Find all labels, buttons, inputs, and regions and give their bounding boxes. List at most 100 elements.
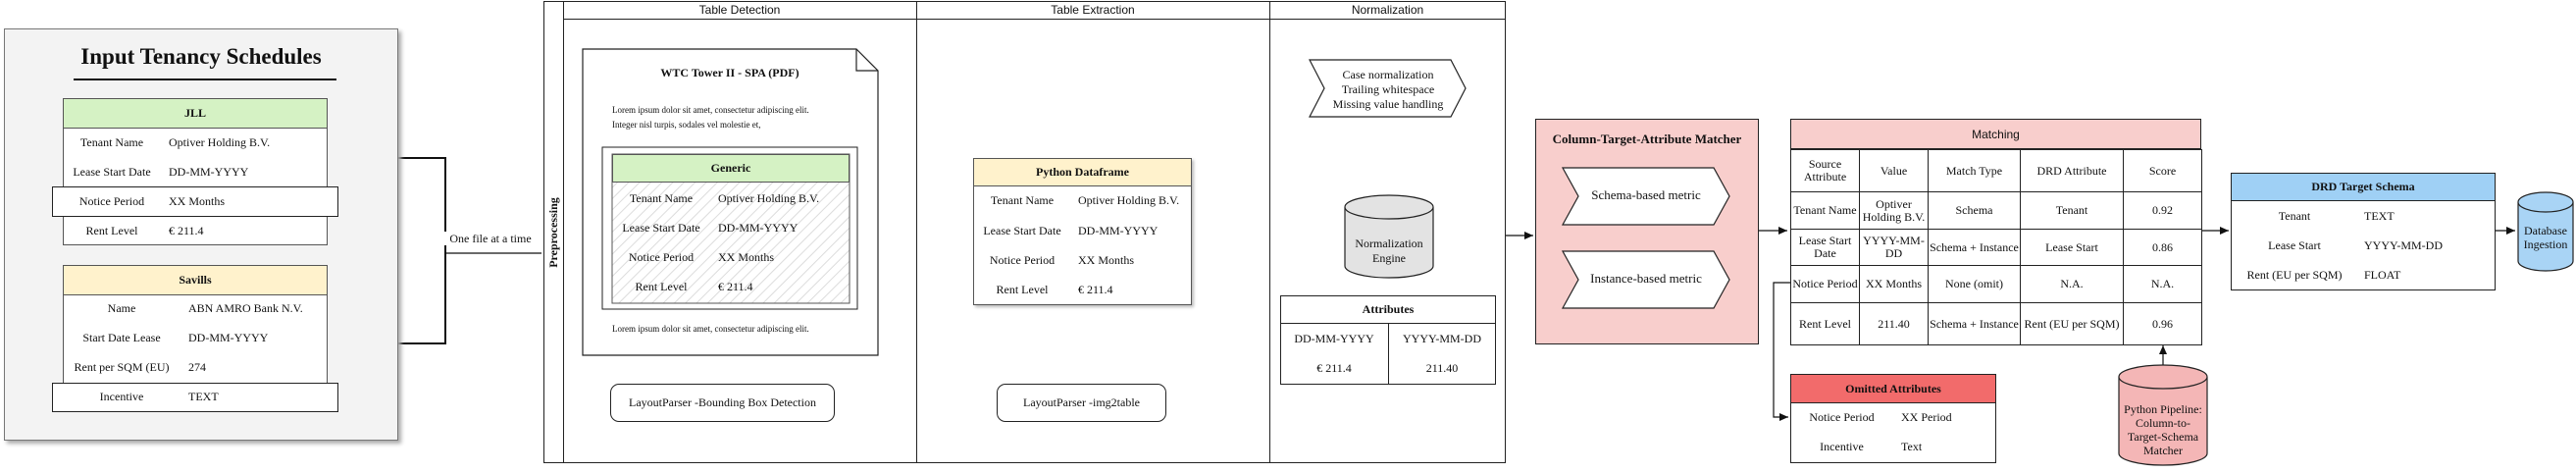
dataframe-row-label: Tenant Name xyxy=(990,193,1055,207)
savills-row-label: Rent per SQM (EU) xyxy=(74,360,170,374)
matching-cell: 211.40 xyxy=(1859,302,1929,345)
document-lorem: Integer nisl turpis, sodales vel molesti… xyxy=(612,120,761,130)
generic-table-header: Generic xyxy=(612,154,850,183)
dataframe-row-value: € 211.4 xyxy=(1078,283,1113,296)
savills-row-label: Start Date Lease xyxy=(82,331,161,344)
layoutparser-detect-button[interactable]: LayoutParser -Bounding Box Detection xyxy=(610,384,835,422)
dataframe-header: Python Dataframe xyxy=(973,158,1192,186)
generic-row-value: XX Months xyxy=(718,250,775,264)
matching-cell: 0.96 xyxy=(2123,302,2202,345)
omitted-cell: Text xyxy=(1901,440,1923,453)
drd-header: DRD Target Schema xyxy=(2231,173,2496,201)
omitted-cell: XX Period xyxy=(1901,410,1952,424)
engine-label: Engine xyxy=(1372,251,1406,265)
matching-cell: YYYY-MM-DD xyxy=(1859,229,1929,266)
document-lorem: Lorem ipsum dolor sit amet, consectetur … xyxy=(612,105,809,115)
input-bracket xyxy=(355,157,446,344)
matching-header-cell: Source Attribute xyxy=(1790,149,1860,192)
attributes-cell: 211.40 xyxy=(1425,361,1459,375)
matching-cell: Tenant xyxy=(2020,191,2124,230)
pipeline-label: Python Pipeline: xyxy=(2124,402,2202,416)
savills-header: Savills xyxy=(63,265,328,295)
omitted-header: Omitted Attributes xyxy=(1790,374,1996,403)
matching-cell: Lease Start xyxy=(2020,229,2124,266)
savills-row-highlight xyxy=(52,383,338,412)
dataframe-row-value: XX Months xyxy=(1078,253,1135,267)
connector-label: One file at a time xyxy=(441,232,540,245)
savills-row-label: Name xyxy=(107,301,136,315)
matching-cell: Tenant Name xyxy=(1790,191,1860,230)
drd-cell: YYYY-MM-DD xyxy=(2364,238,2443,252)
document-title: WTC Tower II - SPA (PDF) xyxy=(660,66,799,79)
column-title-normalization: Normalization xyxy=(1351,3,1424,17)
jll-row-label: Tenant Name xyxy=(79,135,144,149)
jll-row-value: DD-MM-YYYY xyxy=(169,165,249,179)
matching-cell: 0.86 xyxy=(2123,229,2202,266)
drd-cell: FLOAT xyxy=(2364,268,2401,282)
omitted-cell: Notice Period xyxy=(1809,410,1875,424)
savills-row-label: Incentive xyxy=(99,390,144,403)
dataframe-row-value: Optiver Holding B.V. xyxy=(1078,193,1180,207)
generic-row-label: Notice Period xyxy=(628,250,695,264)
matching-cell: Lease Start Date xyxy=(1790,229,1860,266)
drd-cell: Rent (EU per SQM) xyxy=(2246,268,2343,282)
matching-cell: 0.92 xyxy=(2123,191,2202,230)
attributes-header: Attributes xyxy=(1362,302,1415,316)
jll-row-highlight xyxy=(52,186,338,217)
savills-row-value: TEXT xyxy=(188,390,219,403)
matching-cell: None (omit) xyxy=(1928,265,2021,303)
attributes-cell: DD-MM-YYYY xyxy=(1294,332,1374,345)
pipeline-label: Matcher xyxy=(2143,444,2183,457)
column-divider xyxy=(916,1,917,463)
column-divider xyxy=(1269,1,1270,463)
drd-cell: Lease Start xyxy=(2268,238,2321,252)
matching-cell: XX Months xyxy=(1859,265,1929,303)
matching-title: Matching xyxy=(1790,119,2201,149)
arrow-omit-to-omitted xyxy=(1773,282,1795,421)
matcher-panel xyxy=(1535,119,1759,344)
instance-based-metric: Instance-based metric xyxy=(1590,271,1702,286)
matching-cell: Rent (EU per SQM) xyxy=(2020,302,2124,345)
drd-cell: TEXT xyxy=(2364,209,2395,223)
engine-label: Normalization xyxy=(1355,236,1423,250)
matching-cell: Schema xyxy=(1928,191,2021,230)
generic-row-label: Lease Start Date xyxy=(622,221,700,235)
attributes-cell: € 211.4 xyxy=(1316,361,1352,375)
matching-cell: N.A. xyxy=(2123,265,2202,303)
generic-row-label: Rent Level xyxy=(635,280,688,293)
normalization-step: Trailing whitespace xyxy=(1341,82,1435,96)
matcher-title: Column-Target-Attribute Matcher xyxy=(1552,131,1742,146)
matching-cell: Schema + Instance xyxy=(1928,229,2021,266)
jll-row-value: XX Months xyxy=(169,194,226,208)
database-label: Ingestion xyxy=(2523,237,2568,251)
savills-row-value: ABN AMRO Bank N.V. xyxy=(188,301,303,315)
database-label: Database xyxy=(2524,224,2567,237)
attributes-cell: YYYY-MM-DD xyxy=(1403,332,1481,345)
matching-cell: Notice Period xyxy=(1790,265,1860,303)
savills-row-value: DD-MM-YYYY xyxy=(188,331,269,344)
matching-header-cell: DRD Attribute xyxy=(2020,149,2124,192)
dataframe-row-value: DD-MM-YYYY xyxy=(1078,224,1159,237)
input-title: Input Tenancy Schedules xyxy=(80,44,322,69)
attributes-divider xyxy=(1388,323,1389,385)
savills-row-value: 274 xyxy=(188,360,206,374)
matching-header-cell: Value xyxy=(1859,149,1929,192)
matching-cell: Rent Level xyxy=(1790,302,1860,345)
jll-row-value: Optiver Holding B.V. xyxy=(169,135,271,149)
pipeline-label: Target-Schema xyxy=(2127,430,2199,444)
layoutparser-img2table-button[interactable]: LayoutParser -img2table xyxy=(997,384,1166,422)
drd-cell: Tenant xyxy=(2278,209,2311,223)
input-title-underline xyxy=(74,79,336,80)
matching-header-cell: Match Type xyxy=(1928,149,2021,192)
preprocessing-header-divider xyxy=(563,19,1506,20)
generic-row-value: Optiver Holding B.V. xyxy=(718,191,820,205)
dataframe-row-label: Rent Level xyxy=(996,283,1049,296)
normalization-step: Missing value handling xyxy=(1332,97,1444,111)
jll-row-label: Lease Start Date xyxy=(73,165,151,179)
matching-cell: N.A. xyxy=(2020,265,2124,303)
jll-row-value: € 211.4 xyxy=(169,224,204,237)
jll-row-label: Notice Period xyxy=(78,194,145,208)
generic-row-value: DD-MM-YYYY xyxy=(718,221,799,235)
omitted-cell: Incentive xyxy=(1820,440,1864,453)
generic-row-label: Tenant Name xyxy=(629,191,694,205)
